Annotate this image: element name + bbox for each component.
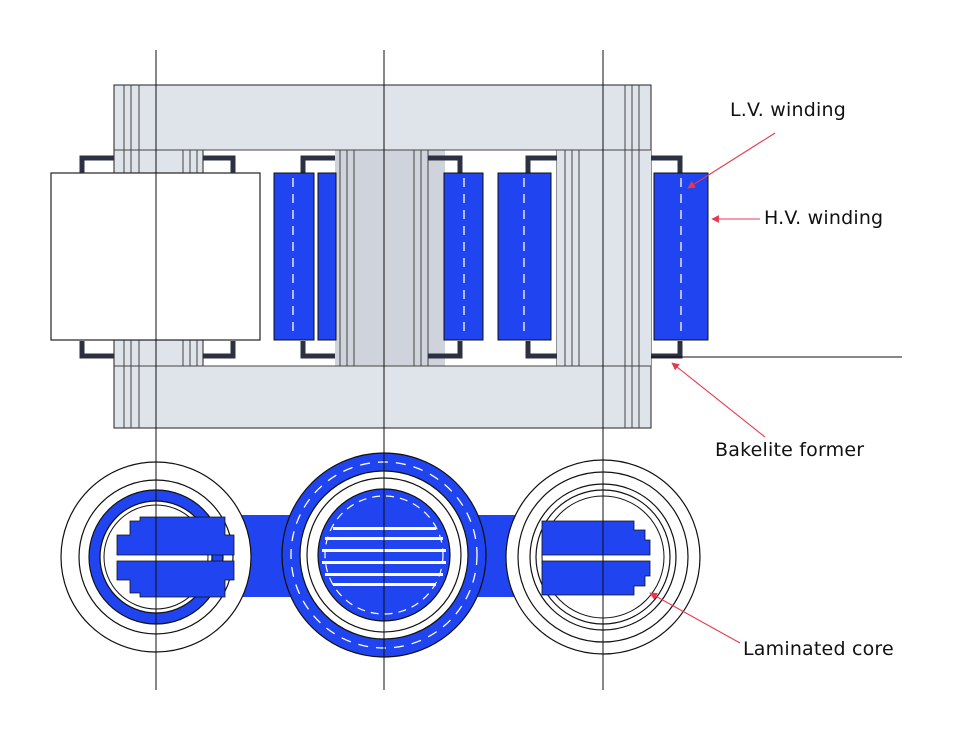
hv-winding-label: H.V. winding	[764, 207, 884, 229]
bakelite-formers	[79, 155, 683, 359]
plan-view	[60, 452, 701, 658]
center-limb	[335, 150, 445, 366]
axis-lines	[155, 50, 604, 690]
bakelite-former-label: Bakelite former	[715, 439, 865, 461]
winding-dashes	[292, 178, 682, 336]
yoke-lines	[114, 149, 651, 367]
lv-winding-center-left	[317, 172, 337, 341]
lamination-lines-center	[339, 150, 429, 366]
right-limb	[557, 150, 651, 366]
windings-elevation	[273, 172, 709, 341]
arrow-laminated-core	[649, 592, 741, 644]
elevation-view	[50, 84, 902, 429]
leader-arrows	[649, 132, 776, 644]
arrow-lv-winding	[687, 132, 776, 189]
lamination-lines-right	[564, 85, 640, 428]
arrow-bakelite-former	[671, 362, 766, 438]
laminated-core-label: Laminated core	[743, 638, 894, 660]
lv-winding-label: L.V. winding	[730, 99, 846, 121]
hv-winding-center-left	[273, 172, 315, 341]
